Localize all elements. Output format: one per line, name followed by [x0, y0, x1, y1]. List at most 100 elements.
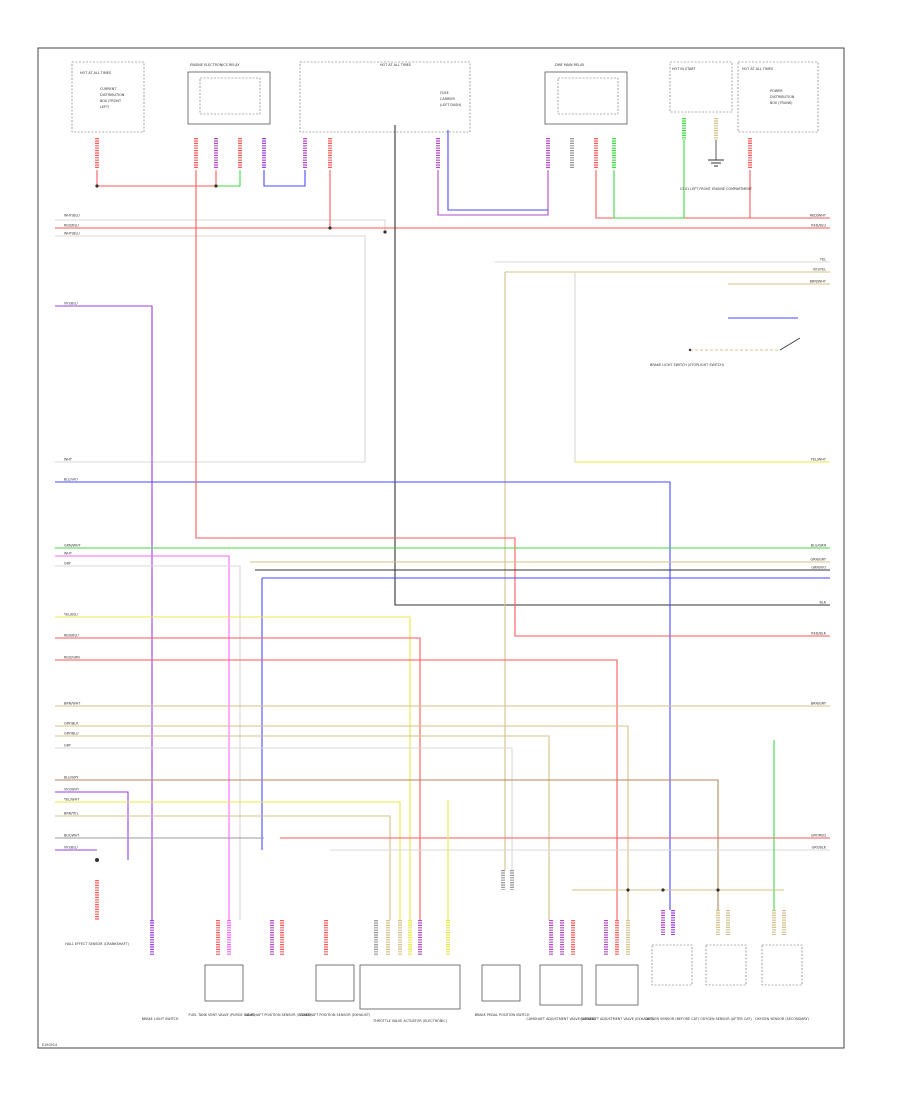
svg-text:BOX (FRONT: BOX (FRONT [100, 99, 122, 103]
wire-yellow [55, 616, 411, 920]
svg-text:BRAKE LIGHT SWITCH: BRAKE LIGHT SWITCH [142, 1017, 179, 1021]
wire-blue [55, 481, 671, 910]
wire-tan [55, 725, 629, 920]
wire-red [55, 637, 421, 920]
splice-point [214, 184, 218, 188]
wire-label: BRN/YEL [64, 812, 79, 816]
svg-text:CARRIER: CARRIER [440, 97, 456, 101]
wire-yellow [55, 801, 401, 920]
svg-text:BOX (TRUNK): BOX (TRUNK) [770, 101, 793, 105]
svg-text:POWER: POWER [770, 89, 783, 93]
wire-red [749, 170, 830, 219]
svg-text:OXYGEN SENSOR (BEFORE CAT): OXYGEN SENSOR (BEFORE CAT) [645, 1017, 700, 1021]
wire-red [55, 659, 618, 920]
wire-red [595, 170, 830, 219]
wire-label: GRY [64, 744, 72, 748]
wire-red [96, 170, 217, 187]
wire-white [574, 272, 830, 463]
wire-white [55, 235, 366, 463]
wire-label: RED/BLU [64, 224, 79, 228]
svg-text:CAMSHAFT ADJUSTMENT VALVE (INT: CAMSHAFT ADJUSTMENT VALVE (INTAKE) [526, 1017, 596, 1021]
wire-white [55, 565, 241, 920]
top-component-dme-relay: DME MAIN RELAY [544, 63, 628, 125]
wire-label: VIO/WHT [64, 788, 80, 792]
wire-label: GRY/BLK [812, 846, 827, 850]
wire-label: GRY/RED [811, 834, 826, 838]
wire-label: GRN/VIO [811, 566, 826, 570]
splice-point [716, 888, 720, 892]
wire-violet [55, 305, 153, 920]
wire-label: RED/BLU [811, 224, 826, 228]
wire-label: BLU/GRN [811, 544, 827, 548]
wire-label: YEL/WHT [64, 798, 80, 802]
splice-point [328, 226, 332, 230]
wire-red [195, 170, 830, 637]
wire-black [394, 125, 830, 606]
wire-label: BRN/GRY [811, 702, 827, 706]
wire-label: RED/WHT [810, 214, 827, 218]
svg-text:FUSE: FUSE [440, 91, 449, 95]
wire-label: YEL [820, 258, 826, 262]
svg-text:BRAKE LIGHT SWITCH (STOPLIGHT: BRAKE LIGHT SWITCH (STOPLIGHT SWITCH) [650, 363, 725, 367]
svg-text:HOT AT ALL TIMES: HOT AT ALL TIMES [742, 67, 773, 71]
svg-text:HALL EFFECT SENSOR (CRANKSHAFT: HALL EFFECT SENSOR (CRANKSHAFT) [65, 942, 129, 946]
wire-label: BLU/GRY [64, 776, 79, 780]
bottom-connectors [150, 870, 786, 955]
wire-label: VIO/BLU [64, 302, 78, 306]
wire-tan [55, 815, 391, 920]
wire-label: GRY [64, 562, 72, 566]
svg-text:CAMSHAFT ADJUSTMENT VALVE (EXH: CAMSHAFT ADJUSTMENT VALVE (EXHAUST) [580, 1017, 654, 1021]
wire-white [55, 219, 386, 232]
svg-text:G101 LEFT FRONT ENGINE COMPART: G101 LEFT FRONT ENGINE COMPARTMENT [680, 187, 753, 191]
svg-text:(LEFT DASH): (LEFT DASH) [440, 103, 462, 107]
wire-purple [437, 170, 549, 216]
wire-green [216, 170, 241, 187]
splice-point [383, 230, 387, 234]
splice-point [95, 184, 99, 188]
wire-blue [263, 170, 306, 187]
bottom-labels: HALL EFFECT SENSOR (CRANKSHAFT) BRAKE LI… [65, 942, 810, 1023]
wire-label: WHT [64, 458, 73, 462]
svg-text:CAMSHAFT POSITION SENSOR (EXHA: CAMSHAFT POSITION SENSOR (EXHAUST) [300, 1013, 371, 1017]
wire-tan [55, 735, 550, 920]
wire-pink [55, 555, 230, 920]
wire-label: BLU/VIO [64, 478, 78, 482]
wire-label: GRN/GRY [811, 558, 827, 562]
wire-label: RED/BLU [64, 634, 79, 638]
wire-label: RED/BLK [811, 632, 826, 636]
wire-label: WHT/BLU [64, 232, 80, 236]
svg-text:ENGINE ELECTRONICS RELAY: ENGINE ELECTRONICS RELAY [190, 63, 240, 67]
svg-text:CURRENT: CURRENT [100, 87, 117, 91]
wire-label: BRN/WHT [64, 702, 81, 706]
svg-text:OXYGEN SENSOR (SECONDARY): OXYGEN SENSOR (SECONDARY) [755, 1017, 810, 1021]
wire-layer [55, 125, 830, 920]
wire-green [613, 140, 685, 219]
svg-text:LEFT): LEFT) [100, 105, 110, 109]
wire-label: BLK [820, 601, 827, 605]
wire-label: GRY/BLK [64, 722, 79, 726]
brake-light-switch: BRAKE LIGHT SWITCH (STOPLIGHT SWITCH) [650, 337, 801, 367]
top-component-fuse-right: HOT AT ALL TIMES POWER DISTRIBUTION BOX … [737, 61, 819, 133]
wire-label: BRN/WHT [810, 280, 827, 284]
wire-label: VIO/YEL [813, 268, 826, 272]
page-label: E190514 [42, 1043, 57, 1047]
right-wire-labels: RED/WHTRED/BLUYELVIO/YELYEL/WHTBRN/WHTBL… [810, 214, 827, 850]
wire-label: RED/GRN [64, 656, 80, 660]
svg-text:DME MAIN RELAY: DME MAIN RELAY [555, 63, 585, 67]
ground-symbol: G101 LEFT FRONT ENGINE COMPARTMENT [680, 140, 753, 191]
wire-label: VIO/BLU [64, 846, 78, 850]
top-component-engine-relay: ENGINE ELECTRONICS RELAY [187, 63, 271, 125]
top-component-fuse-carrier: HOT AT ALL TIMES FUSE CARRIER (LEFT DASH… [299, 61, 471, 133]
svg-text:HOT AT ALL TIMES: HOT AT ALL TIMES [380, 63, 411, 67]
svg-text:DISTRIBUTION: DISTRIBUTION [100, 93, 125, 97]
wire-label: WHT [64, 552, 73, 556]
svg-text:CAMSHAFT POSITION SENSOR (INTA: CAMSHAFT POSITION SENSOR (INTAKE) [245, 1013, 312, 1017]
splice-point [626, 888, 630, 892]
svg-text:HOT IN START: HOT IN START [672, 67, 696, 71]
wire-brown [55, 779, 719, 910]
bottom-components [95, 858, 803, 1010]
diagram-frame [37, 47, 845, 1049]
wire-label: BLK/WHT [64, 834, 80, 838]
wire-white [55, 747, 513, 870]
